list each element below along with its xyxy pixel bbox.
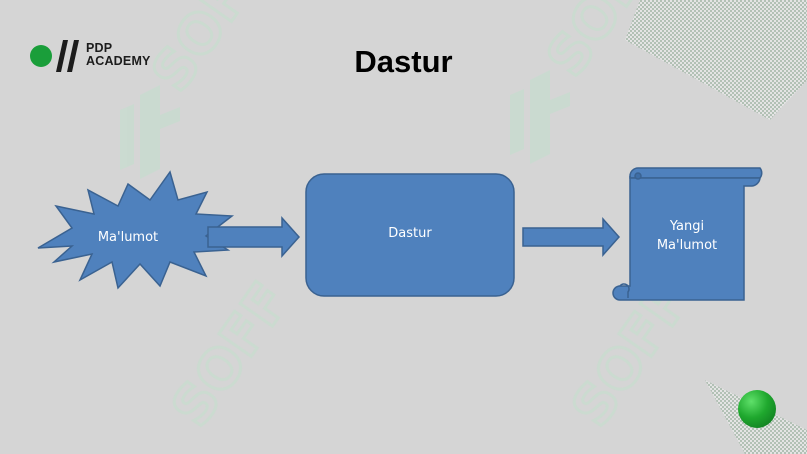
output-label: Yangi Ma'lumot: [630, 217, 744, 255]
flow-arrow-2: [522, 217, 621, 257]
input-label: Ma'lumot: [97, 230, 159, 245]
input-starburst-shape: [37, 170, 235, 290]
output-scroll-shape: [612, 167, 763, 301]
decorative-green-ball: [738, 390, 776, 428]
brand-line-2: ACADEMY: [86, 54, 151, 68]
logo-slashes-icon: [56, 40, 79, 72]
watermark-marks: [120, 70, 570, 179]
process-label: Dastur: [388, 226, 432, 241]
logo-dot: [30, 45, 52, 67]
brand-line-1: PDP: [86, 41, 113, 55]
output-label-line-2: Ma'lumot: [656, 238, 718, 253]
brand-name: PDP ACADEMY: [86, 42, 151, 68]
output-label-line-1: Yangi: [669, 219, 705, 234]
process-box: [305, 173, 515, 297]
dotted-triangle-top-right: [625, 0, 807, 120]
flow-arrow-1: [207, 216, 301, 258]
slide-title: Dastur: [354, 44, 453, 79]
